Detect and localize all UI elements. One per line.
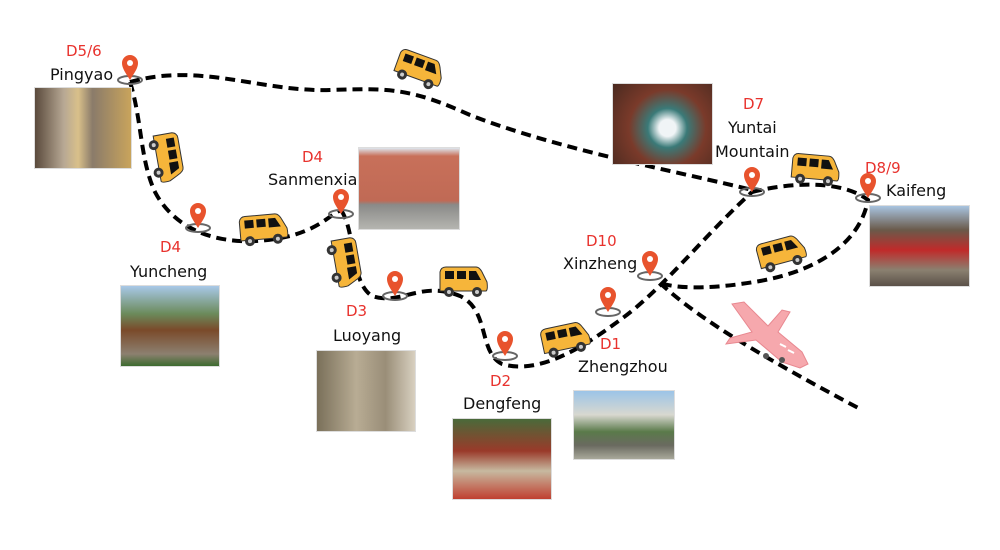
yuncheng-photo [120, 285, 220, 367]
route-yuntai-kaifeng-xinzheng [659, 182, 871, 290]
kaifeng-day: D8/9 [865, 159, 901, 177]
kaifeng-location-pin-icon [855, 173, 881, 203]
luoyang-label: Luoyang [333, 326, 402, 345]
zhengzhou-label: Zhengzhou [578, 357, 668, 376]
yuncheng-location-pin-icon [185, 203, 211, 233]
dengfeng-photo [452, 418, 552, 500]
sanmenxia-photo [358, 147, 460, 230]
kaifeng-photo [869, 205, 970, 287]
van-icon [790, 153, 840, 187]
airplane-icon [724, 301, 809, 369]
pingyao-location-pin-icon [117, 55, 143, 85]
yuncheng-label: Yuncheng [130, 262, 208, 281]
yuntai-day: D7 [743, 95, 765, 113]
yuntai-mountain-photo [612, 83, 713, 165]
pingyao-photo [34, 87, 132, 169]
pingyao-day: D5/6 [66, 42, 102, 60]
sanmenxia-label: Sanmenxia [268, 170, 358, 189]
yuntai-location-pin-icon [739, 167, 765, 197]
sanmenxia-day: D4 [302, 148, 324, 166]
zhengzhou-photo [573, 390, 675, 460]
sanmenxia-location-pin-icon [328, 189, 354, 219]
van-icon [540, 322, 591, 358]
van-icon [326, 237, 362, 288]
zhengzhou-location-pin-icon [595, 287, 621, 317]
route-sanmenxia-yuntai [339, 190, 754, 369]
kaifeng-label: Kaifeng [886, 181, 947, 200]
luoyang-photo [316, 350, 416, 432]
xinzheng-day: D10 [586, 232, 617, 250]
van-icon [393, 49, 442, 90]
zhengzhou-day: D1 [600, 335, 622, 353]
van-icon [755, 235, 807, 273]
route-xinzheng-flight [658, 281, 863, 412]
yuntai-label-line2: Mountain [715, 142, 790, 161]
route-pingyao-sanmenxia [128, 81, 342, 244]
van-icon [238, 213, 289, 247]
route-pingyao-yuntai [129, 73, 753, 192]
yuncheng-day: D4 [160, 238, 182, 256]
luoyang-day: D3 [346, 302, 368, 320]
xinzheng-label: Xinzheng [563, 254, 638, 273]
luoyang-location-pin-icon [382, 271, 408, 301]
van-icon [148, 132, 184, 183]
xinzheng-location-pin-icon [637, 251, 663, 281]
yuntai-label: Yuntai [728, 118, 777, 137]
van-icon [439, 266, 488, 297]
dengfeng-label: Dengfeng [463, 394, 542, 413]
pingyao-label: Pingyao [50, 65, 114, 84]
dengfeng-day: D2 [490, 372, 512, 390]
dengfeng-location-pin-icon [492, 331, 518, 361]
